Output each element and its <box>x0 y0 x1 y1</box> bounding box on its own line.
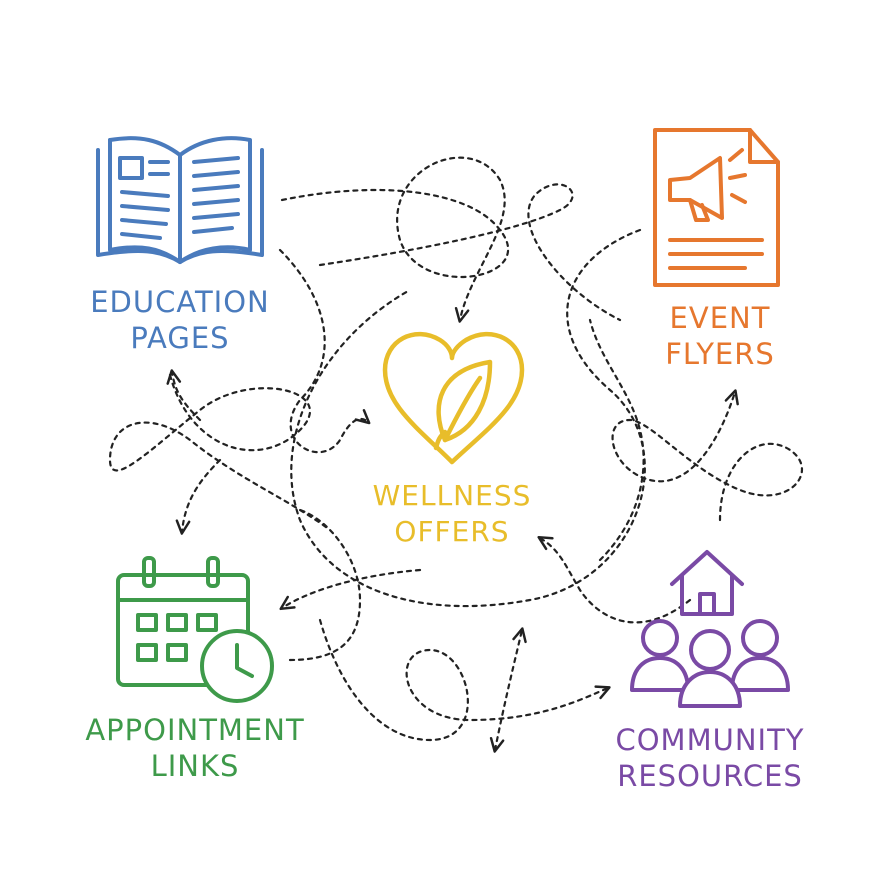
connector-appointment-arrow <box>279 568 422 611</box>
community-resources-label: COMMUNITY RESOURCES <box>590 722 830 794</box>
education-line2: PAGES <box>130 321 230 355</box>
connector-bottom-bidirectional <box>489 627 527 753</box>
wellness-line2: OFFERS <box>394 515 510 548</box>
community-line1: COMMUNITY <box>615 723 805 757</box>
education-line1: EDUCATION <box>90 285 270 319</box>
wellness-offers-label: WELLNESS OFFERS <box>352 478 552 550</box>
connector-community-to-wellness <box>537 535 692 624</box>
connector-right-wave <box>588 318 645 562</box>
connector-appointment-down <box>175 458 222 535</box>
education-pages-label: EDUCATION PAGES <box>70 284 290 356</box>
appointment-line1: APPOINTMENT <box>85 713 305 747</box>
connector-right-loop <box>611 389 803 522</box>
event-line1: EVENT <box>669 301 771 335</box>
wellness-line1: WELLNESS <box>372 479 532 512</box>
event-flyers-label: EVENT FLYERS <box>620 300 820 372</box>
connector-appointment-to-ring <box>288 508 362 662</box>
connector-top-loop <box>280 156 510 323</box>
connector-left-to-heart <box>278 248 371 454</box>
appointment-line2: LINKS <box>150 749 240 783</box>
event-line2: FLYERS <box>665 337 775 371</box>
appointment-links-label: APPOINTMENT LINKS <box>60 712 330 784</box>
connector-center-ring <box>290 228 646 608</box>
connector-left-loop <box>108 373 332 532</box>
community-line2: RESOURCES <box>617 759 803 793</box>
connector-top-right-loop <box>318 183 622 322</box>
